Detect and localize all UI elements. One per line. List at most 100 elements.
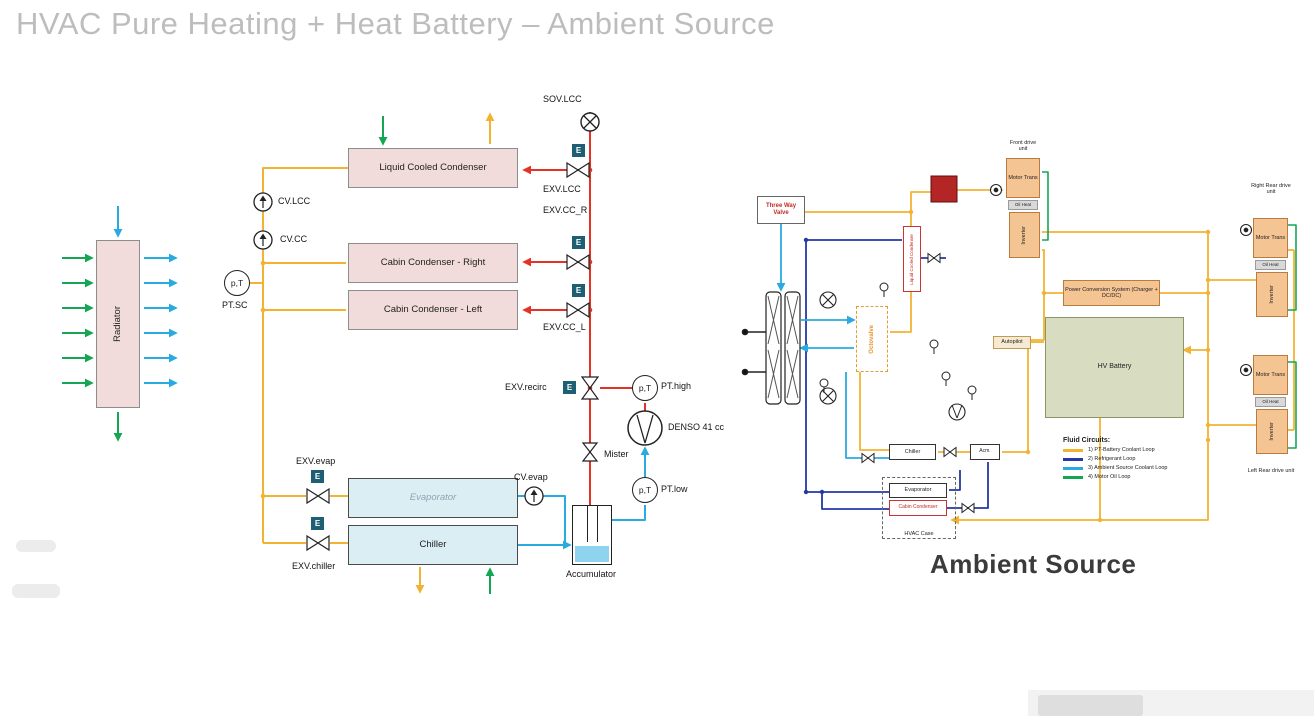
right-compressor-icon [948,403,966,421]
cv-evap-label: CV.evap [514,472,548,482]
hvac-case-label: HVAC Case [904,530,934,537]
accumulator-tube [587,506,598,542]
legend-swatch-cyan [1063,466,1083,470]
legend-label: 1) PT-Battery Coolant Loop [1088,447,1155,453]
front-inverter-box: Inverter [1009,212,1040,258]
page-title: HVAC Pure Heating + Heat Battery – Ambie… [16,6,775,41]
exv-ccl-e-box: E [572,284,585,297]
sov-valve-icon [580,112,600,132]
pt-sc-sensor: p,T [224,270,250,296]
pt-low-sensor: p,T [632,477,658,503]
right-navy-refrigerant-lines [805,239,989,510]
watermark-artifact [12,584,60,598]
right-cabin-condenser-box: Cabin Condenser [889,500,947,516]
exv-ccr-label: EXV.CC_R [543,205,588,215]
compressor-label: DENSO 41 cc [668,422,725,432]
octovalve-box: Octovalve [856,306,888,372]
exv-chiller-label: EXV.chiller [292,561,336,571]
mister-label: Mister [604,449,629,459]
right-junction-dots [803,209,1211,523]
pt-sc-text: p,T [230,278,244,288]
front-oil-heat-box: Oil Heat [1008,200,1038,210]
fluid-circuits-legend: Fluid Circuits: 1) PT-Battery Coolant Lo… [1063,437,1228,480]
pt-high-sensor: p,T [632,375,658,401]
exv-lcc-label: EXV.LCC [543,184,581,194]
acm-box: Acm. [970,444,1000,460]
accumulator-tank [572,505,612,565]
legend-item: 1) PT-Battery Coolant Loop [1063,447,1228,453]
right-lcc-box: Liquid Cooled Condenser [903,226,921,292]
front-drive-unit-label: Front drive unit [1009,139,1037,152]
pt-sc-label: PT.SC [222,300,248,310]
legend-swatch-yellow [1063,448,1083,452]
compressor-icon [627,410,663,446]
left-cyan-lines [113,206,650,550]
cabin-condenser-right-label: Cabin Condenser - Right [380,256,486,268]
left-junction-dots [260,167,593,499]
chiller-box: Chiller [348,525,518,565]
cv-cc-label: CV.CC [280,234,308,244]
exv-recirc-label: EXV.recirc [505,382,547,392]
left-rear-drive-unit-label: Left Rear drive unit [1247,467,1295,474]
exv-recirc-e-box: E [563,381,576,394]
legend-label: 4) Motor Oil Loop [1088,474,1131,480]
cv-lcc-label: CV.LCC [278,196,311,206]
right-evaporator-box: Evaporator [889,483,947,498]
chiller-label: Chiller [419,538,447,550]
cv-lcc-check-valve-icon [253,192,273,212]
exv-evap-valve-icon [306,487,330,505]
right-chiller-box: Chiller [889,444,936,460]
lcc-label: Liquid Cooled Condenser [379,161,487,173]
legend-label: 2) Refrigerant Loop [1088,456,1136,462]
cabin-condenser-left-label: Cabin Condenser - Left [383,303,483,315]
accumulator-liquid [575,546,609,562]
cv-cc-check-valve-icon [253,230,273,250]
power-conversion-system-box: Power Conversion System (Charger + DC/DC… [1063,280,1160,306]
left-yellow-liquid-lines [248,112,495,594]
hv-battery-box: HV Battery [1045,317,1184,418]
evaporator-label: Evaporator [409,491,457,503]
pt-high-text: p,T [638,383,652,393]
ambient-source-caption: Ambient Source [930,549,1137,579]
front-motor-trans-box: Motor Trans [1006,158,1040,198]
autopilot-box: Autopilot [993,336,1031,349]
legend-label: 3) Ambient Source Coolant Loop [1088,465,1168,471]
exv-ccr-e-box: E [572,236,585,249]
left-rear-motor-trans-box: Motor Trans [1253,355,1288,395]
radiator-box: Radiator [96,240,140,408]
pt-low-text: p,T [638,485,652,495]
sov-lcc-label: SOV.LCC [543,94,582,104]
pt-high-label: PT.high [661,381,692,391]
watermark-artifact [16,540,56,552]
accumulator-label: Accumulator [566,569,617,579]
cropped-artifact [1028,690,1314,716]
legend-swatch-green [1063,475,1083,479]
mister-valve-icon [581,442,599,462]
exv-ccl-label: EXV.CC_L [543,322,586,332]
right-rear-oil-heat-box: Oil Heat [1255,260,1286,270]
right-rear-drive-unit-label: Right Rear drive unit [1251,182,1291,195]
legend-swatch-navy [1063,457,1083,461]
exv-lcc-e-box: E [572,144,585,157]
radiator-label: Radiator [111,306,123,342]
hvac-case-outline: HVAC Case [882,477,956,539]
exv-ccr-valve-icon [566,253,590,271]
coolant-heater-icon [930,175,958,203]
exv-chiller-valve-icon [306,534,330,552]
cropped-artifact-blob [1038,695,1143,716]
exv-chiller-e-box: E [311,517,324,530]
right-rear-motor-trans-box: Motor Trans [1253,218,1288,258]
exv-evap-label: EXV.evap [296,456,336,466]
evaporator-box: Evaporator [348,478,518,518]
sensor-icon [819,282,977,400]
legend-item: 4) Motor Oil Loop [1063,474,1228,480]
cabin-condenser-right-box: Cabin Condenser - Right [348,243,518,283]
pump-icon [989,183,1253,377]
exv-evap-e-box: E [311,470,324,483]
legend-title: Fluid Circuits: [1063,437,1111,444]
cabin-condenser-left-box: Cabin Condenser - Left [348,290,518,330]
radiator-fan-stack-icon [765,291,801,405]
right-rear-inverter-box: Inverter [1256,272,1288,317]
left-rear-oil-heat-box: Oil Heat [1255,397,1286,407]
